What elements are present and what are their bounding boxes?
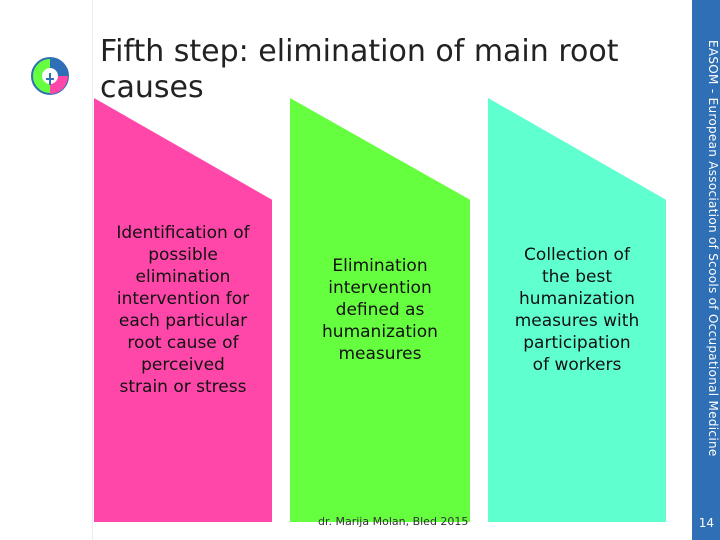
step-text-1: Identification of possible elimination i… <box>116 223 250 397</box>
step-box-1: Identification of possible elimination i… <box>94 98 272 522</box>
footer-text: dr. Marija Molan, Bled 2015 <box>318 515 469 528</box>
slide-title: Fifth step: elimination of main root cau… <box>100 34 619 105</box>
left-sidebar <box>0 0 93 540</box>
step-text-3: Collection of the best humanization meas… <box>514 245 640 375</box>
step-text-1-container: Identification of possible elimination i… <box>106 222 259 398</box>
step-box-2: Elimination intervention defined as huma… <box>290 98 470 522</box>
content-area: Identification of possible elimination i… <box>94 98 690 528</box>
easom-circle-logo-icon <box>31 57 69 95</box>
slide-number: 14 <box>698 516 714 530</box>
step-box-3: Collection of the best humanization meas… <box>488 98 666 522</box>
step-text-2-container: Elimination intervention defined as huma… <box>312 255 448 365</box>
step-text-3-container: Collection of the best humanization meas… <box>505 244 649 376</box>
vertical-label: EASOM - European Association of Scools o… <box>706 40 720 457</box>
right-sidebar: EASOM - European Association of Scools o… <box>692 0 720 540</box>
step-text-2: Elimination intervention defined as huma… <box>322 256 438 364</box>
